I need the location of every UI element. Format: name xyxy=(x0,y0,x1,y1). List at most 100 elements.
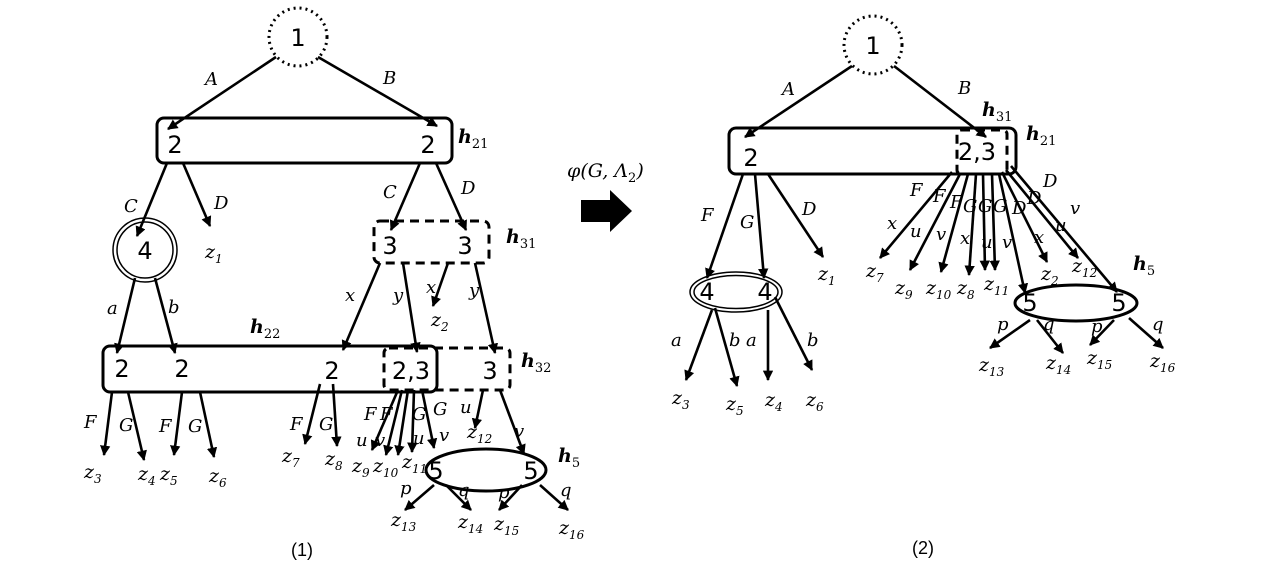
edge-label: G xyxy=(319,414,333,435)
edge-label: D xyxy=(460,178,476,199)
leaf-z10: z10 xyxy=(372,455,399,480)
root-label-1: 1 xyxy=(290,24,305,52)
leaf-z10: z10 xyxy=(925,277,952,302)
edge-label: u xyxy=(460,397,472,418)
group-box-h31-1 xyxy=(372,219,491,265)
leaf-z14: z14 xyxy=(457,511,483,536)
group-label-h31-2: h31 xyxy=(982,99,1012,125)
edge-label: b xyxy=(168,297,180,318)
leaf-z6: z6 xyxy=(805,389,824,414)
edge-label: G xyxy=(119,415,133,436)
group-ellipse-h5-2 xyxy=(1013,283,1139,323)
group-label-h31-1: h31 xyxy=(506,226,536,252)
edge-label: G xyxy=(978,196,992,217)
leaf-z1: z1 xyxy=(204,241,223,266)
node-label: 2 xyxy=(743,144,758,172)
node-label: 3 xyxy=(482,357,497,385)
edge-label: a xyxy=(671,330,682,351)
node-4-inner-ring xyxy=(116,221,174,279)
node-label: 2 xyxy=(167,131,182,159)
node-label: 5 xyxy=(523,457,538,485)
edge-label: v xyxy=(439,425,449,446)
edge-label: q xyxy=(1152,314,1164,335)
node-label: 2 xyxy=(114,355,129,383)
edge-label: F xyxy=(289,414,304,435)
edge-label: F xyxy=(932,186,947,207)
edge-label: x xyxy=(426,277,436,298)
node-label: 5 xyxy=(1022,289,1037,317)
edge-label: A xyxy=(780,79,795,100)
edge-label: u xyxy=(1055,215,1067,236)
edge-label: F xyxy=(700,205,715,226)
edge-label: y xyxy=(468,280,480,301)
edge-label: b xyxy=(807,330,819,351)
edge-label: x xyxy=(887,213,897,234)
edge-label: F xyxy=(363,404,378,425)
leaf-z16: z16 xyxy=(1149,350,1176,375)
leaf-z12: z12 xyxy=(466,421,492,446)
edge-label: G xyxy=(188,416,202,437)
edge-label: D xyxy=(213,193,229,214)
operation: φ(G, Λ2) xyxy=(567,160,644,232)
node-44-outer-ring xyxy=(689,271,783,313)
root-node-2 xyxy=(842,14,904,76)
leaf-z6: z6 xyxy=(208,465,227,490)
node-label: 2 xyxy=(420,131,435,159)
edge-label: G xyxy=(412,404,426,425)
leaf-z16: z16 xyxy=(558,517,585,542)
leaf-z13: z13 xyxy=(978,354,1005,379)
edges-2 xyxy=(684,64,1164,388)
group-box-h21-1 xyxy=(155,116,454,165)
edges-1 xyxy=(100,55,569,511)
group-label-h5-1: h5 xyxy=(558,445,580,471)
edge-label: D xyxy=(1026,188,1042,209)
leaf-z2: z2 xyxy=(1040,263,1059,288)
node-label: 2 xyxy=(324,357,339,385)
edge-label: D xyxy=(801,199,817,220)
edge-label: q xyxy=(1043,314,1055,335)
edge-label: a xyxy=(746,330,757,351)
edge-label: x xyxy=(345,285,355,306)
leaf-z4: z4 xyxy=(137,463,156,488)
caption-2: (2) xyxy=(912,538,934,558)
edge-label: u xyxy=(356,430,368,451)
edge-label: y xyxy=(392,285,404,306)
group-box-h22-1 xyxy=(101,344,439,394)
caption-1: (1) xyxy=(291,540,313,560)
leaf-z11: z11 xyxy=(983,273,1009,298)
edge-label: C xyxy=(124,196,138,217)
edge-label: p xyxy=(400,478,412,499)
group-label-h21-2: h21 xyxy=(1026,123,1056,149)
edge-label: G xyxy=(963,196,977,217)
edge-label: v xyxy=(936,224,946,245)
edge-label: u xyxy=(413,428,425,449)
edge-label: A xyxy=(203,69,218,90)
edge-label: F xyxy=(379,404,394,425)
node-label: 2,3 xyxy=(392,357,430,385)
node-label: 4 xyxy=(757,278,772,306)
edge-label: v xyxy=(514,421,524,442)
edge-label: C xyxy=(383,182,397,203)
edge-label: x xyxy=(1034,227,1044,248)
leaf-z8: z8 xyxy=(956,277,975,302)
edge-label: F xyxy=(158,416,173,437)
leaf-z7: z7 xyxy=(865,260,884,285)
edge-label: q xyxy=(560,480,572,501)
node-label: 5 xyxy=(1111,289,1126,317)
group-label-h22-1: h22 xyxy=(250,316,280,342)
panel-2: 1 2 2,3 4 4 5 5 xyxy=(671,14,1176,558)
node-label: 4 xyxy=(699,278,714,306)
edge-label: x xyxy=(960,228,970,249)
node-label: 3 xyxy=(382,232,397,260)
node-label: 2,3 xyxy=(958,138,996,166)
leaf-z9: z9 xyxy=(351,455,370,480)
edge-label: a xyxy=(107,298,118,319)
node-label: 2 xyxy=(174,355,189,383)
group-box-h21-2 xyxy=(727,126,1018,176)
edge-label: u xyxy=(910,221,922,242)
node-label: 5 xyxy=(428,457,443,485)
leaf-z7: z7 xyxy=(281,445,300,470)
edge-label: b xyxy=(729,330,741,351)
edge-label: G xyxy=(740,212,754,233)
group-label-h32-1: h32 xyxy=(521,350,551,376)
